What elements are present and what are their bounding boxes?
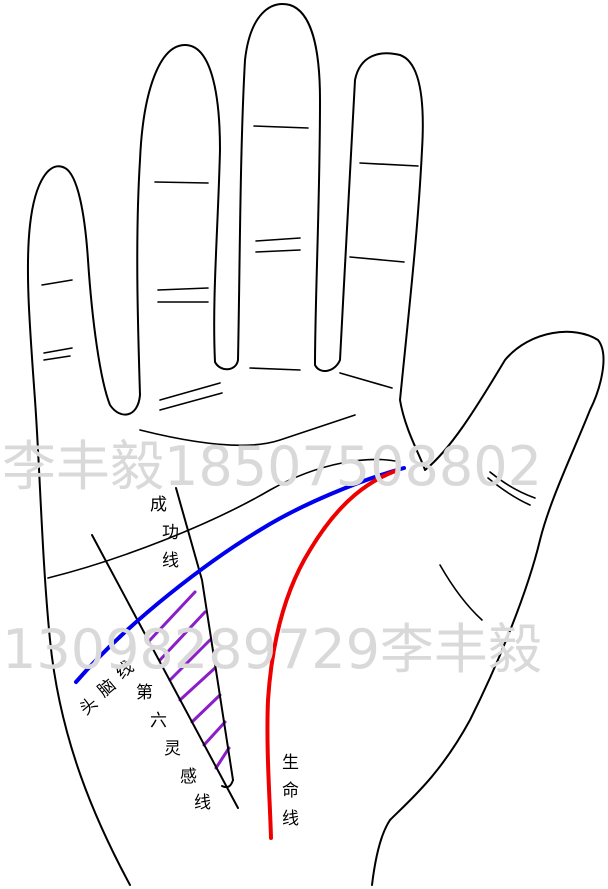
hatch-stroke-6 — [214, 746, 231, 770]
hatch-stroke-4 — [190, 693, 222, 724]
sixth-sense-tip — [221, 779, 234, 789]
head-line — [74, 466, 406, 684]
svg-text:线: 线 — [162, 551, 179, 571]
svg-text:第: 第 — [136, 683, 153, 703]
palm-crease — [47, 458, 401, 579]
heart-line — [139, 414, 356, 446]
svg-text:命: 命 — [282, 781, 299, 801]
svg-text:生: 生 — [282, 753, 299, 773]
hatch-stroke-1 — [158, 610, 207, 662]
life-line — [265, 468, 400, 840]
svg-text:线: 线 — [194, 793, 211, 813]
hatch-stroke-2 — [168, 638, 212, 682]
hatch-stroke-3 — [178, 666, 217, 702]
svg-text:灵: 灵 — [164, 739, 181, 759]
success-line — [175, 487, 234, 781]
svg-text:成: 成 — [150, 495, 167, 515]
hand-outline — [26, 3, 605, 886]
svg-text:头: 头 — [76, 693, 102, 719]
watermark-2: 13098289729李丰毅 — [2, 618, 542, 681]
sixth-sense-line — [91, 534, 239, 809]
life-line-label: 生 命 线 — [282, 753, 299, 829]
svg-text:线: 线 — [282, 809, 299, 829]
sixth-sense-line-label: 第 六 灵 感 线 — [136, 683, 211, 813]
finger-creases — [41, 125, 536, 621]
hatch-stroke-0 — [148, 590, 197, 642]
svg-text:六: 六 — [150, 711, 167, 731]
svg-text:功: 功 — [162, 523, 179, 543]
watermark-1: 李丰毅18507508802 — [2, 435, 542, 498]
hatch-stroke-5 — [202, 720, 227, 747]
sixth-sense-hatching — [148, 590, 231, 770]
svg-text:感: 感 — [180, 767, 197, 787]
success-line-label: 成 功 线 — [150, 495, 179, 571]
